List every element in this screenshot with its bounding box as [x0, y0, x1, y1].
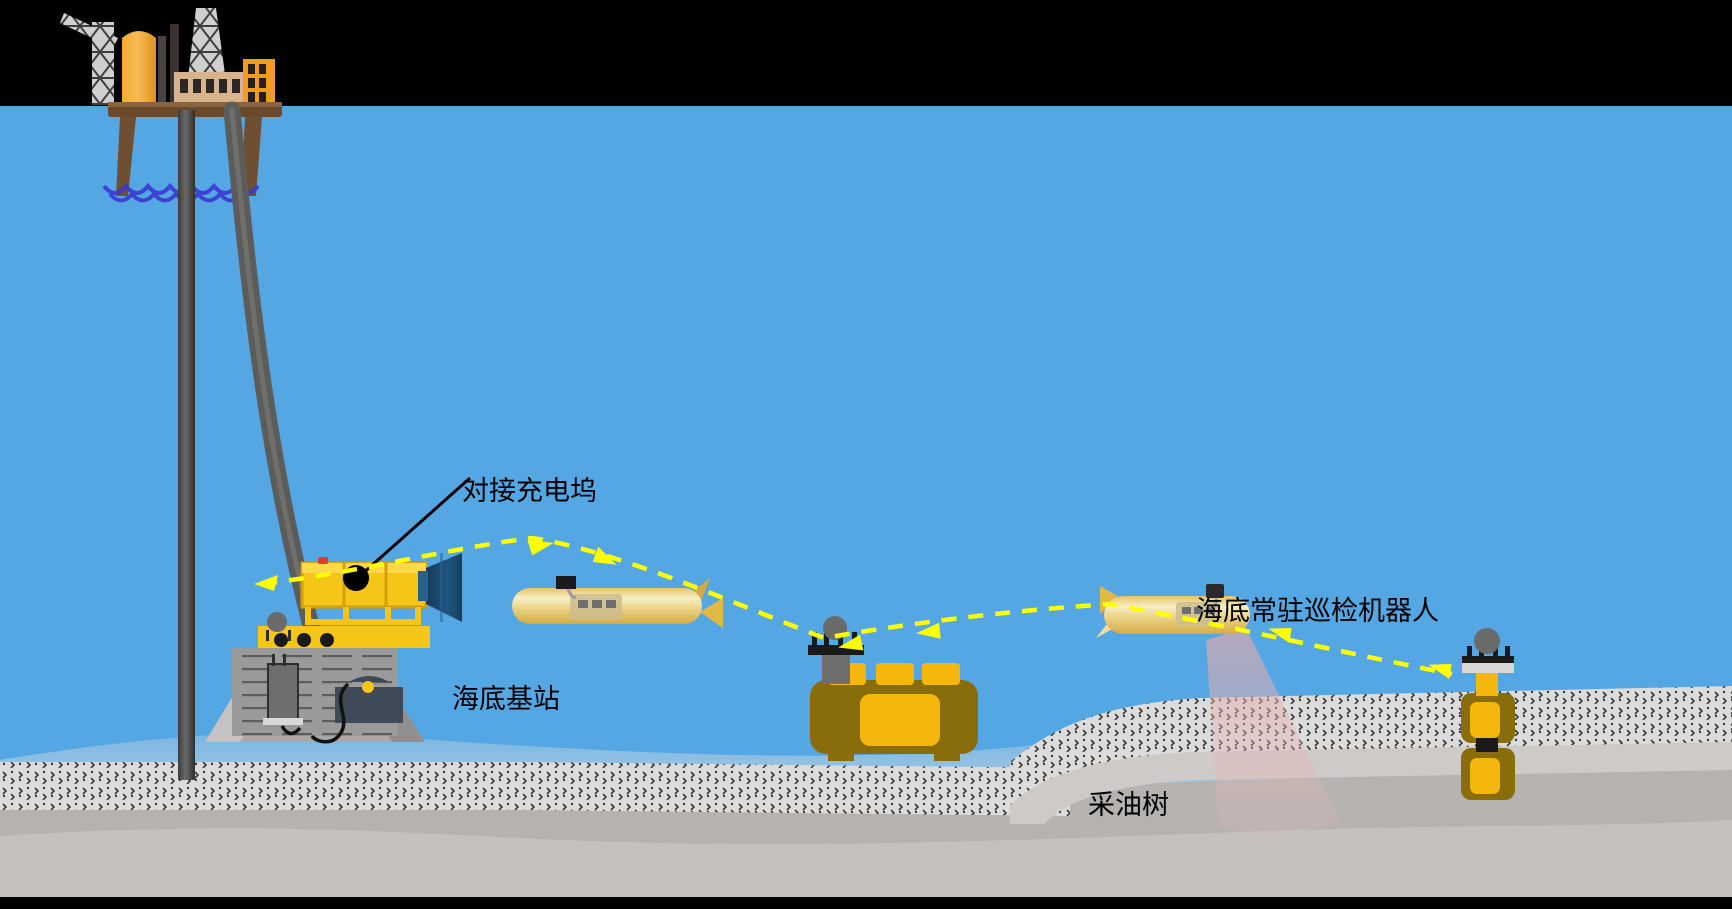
- tree-right-upper-panel: [1470, 702, 1500, 738]
- auv-left-tail-fin-lower: [700, 598, 723, 628]
- sonar-scan-cone: [1206, 628, 1340, 834]
- offshore-platform: [60, 8, 282, 196]
- mission-path-arrowheads: [254, 540, 1452, 679]
- riser-system: [178, 101, 329, 780]
- label-christmas-tree: 采油树: [1088, 790, 1169, 821]
- auv-left-sensor-mast: [556, 576, 576, 589]
- subsea-christmas-tree-center[interactable]: [808, 616, 978, 761]
- tree-right-lower-panel: [1470, 758, 1500, 794]
- label-subsea-base-station: 海底基站: [452, 684, 560, 715]
- dock-funnel: [426, 553, 462, 622]
- tree-valve-b: [876, 663, 914, 685]
- tree-right-cap-dome: [1474, 628, 1500, 654]
- platform-deck-top: [108, 102, 282, 107]
- auv-inspection-robot-left[interactable]: [512, 576, 723, 628]
- platform-stack-a: [170, 24, 179, 104]
- umbilical-highlight: [229, 107, 323, 663]
- auv-right-tail-fin-upper: [1100, 586, 1118, 614]
- platform-tank: [122, 31, 156, 104]
- platform-crane-icon: [60, 13, 118, 105]
- platform-leg-left: [116, 117, 136, 196]
- mission-path-line: [261, 535, 1453, 677]
- bottom-border: [0, 897, 1732, 909]
- base-control-module: [335, 687, 403, 723]
- platform-stack-b: [158, 36, 166, 104]
- dock-label-leader-line: [360, 476, 471, 577]
- tree-wellhead-stack: [822, 650, 850, 684]
- subsea-christmas-tree-right[interactable]: [1461, 628, 1515, 800]
- dock-status-light: [318, 557, 328, 564]
- tree-main-panel: [860, 694, 940, 746]
- label-resident-inspection-robot: 海底常驻巡检机器人: [1196, 596, 1439, 627]
- vertical-riser: [178, 110, 195, 780]
- subsea-base-station[interactable]: [205, 612, 430, 744]
- docking-charging-dock[interactable]: [300, 553, 462, 625]
- platform-module: [174, 72, 250, 105]
- auv-right-sensor-mast: [1206, 584, 1224, 598]
- platform-quarters: [243, 59, 275, 105]
- dock-support-frame: [305, 607, 421, 625]
- base-sonar-head: [267, 612, 287, 632]
- tree-valve-c: [922, 663, 960, 685]
- sky-band: [0, 0, 1732, 106]
- label-docking-dock: 对接充电坞: [462, 476, 597, 507]
- base-connector-port: [362, 681, 374, 693]
- auv-mission-path: [254, 535, 1453, 679]
- base-instrument-canister: [267, 663, 299, 721]
- base-jumper-cable: [310, 682, 350, 744]
